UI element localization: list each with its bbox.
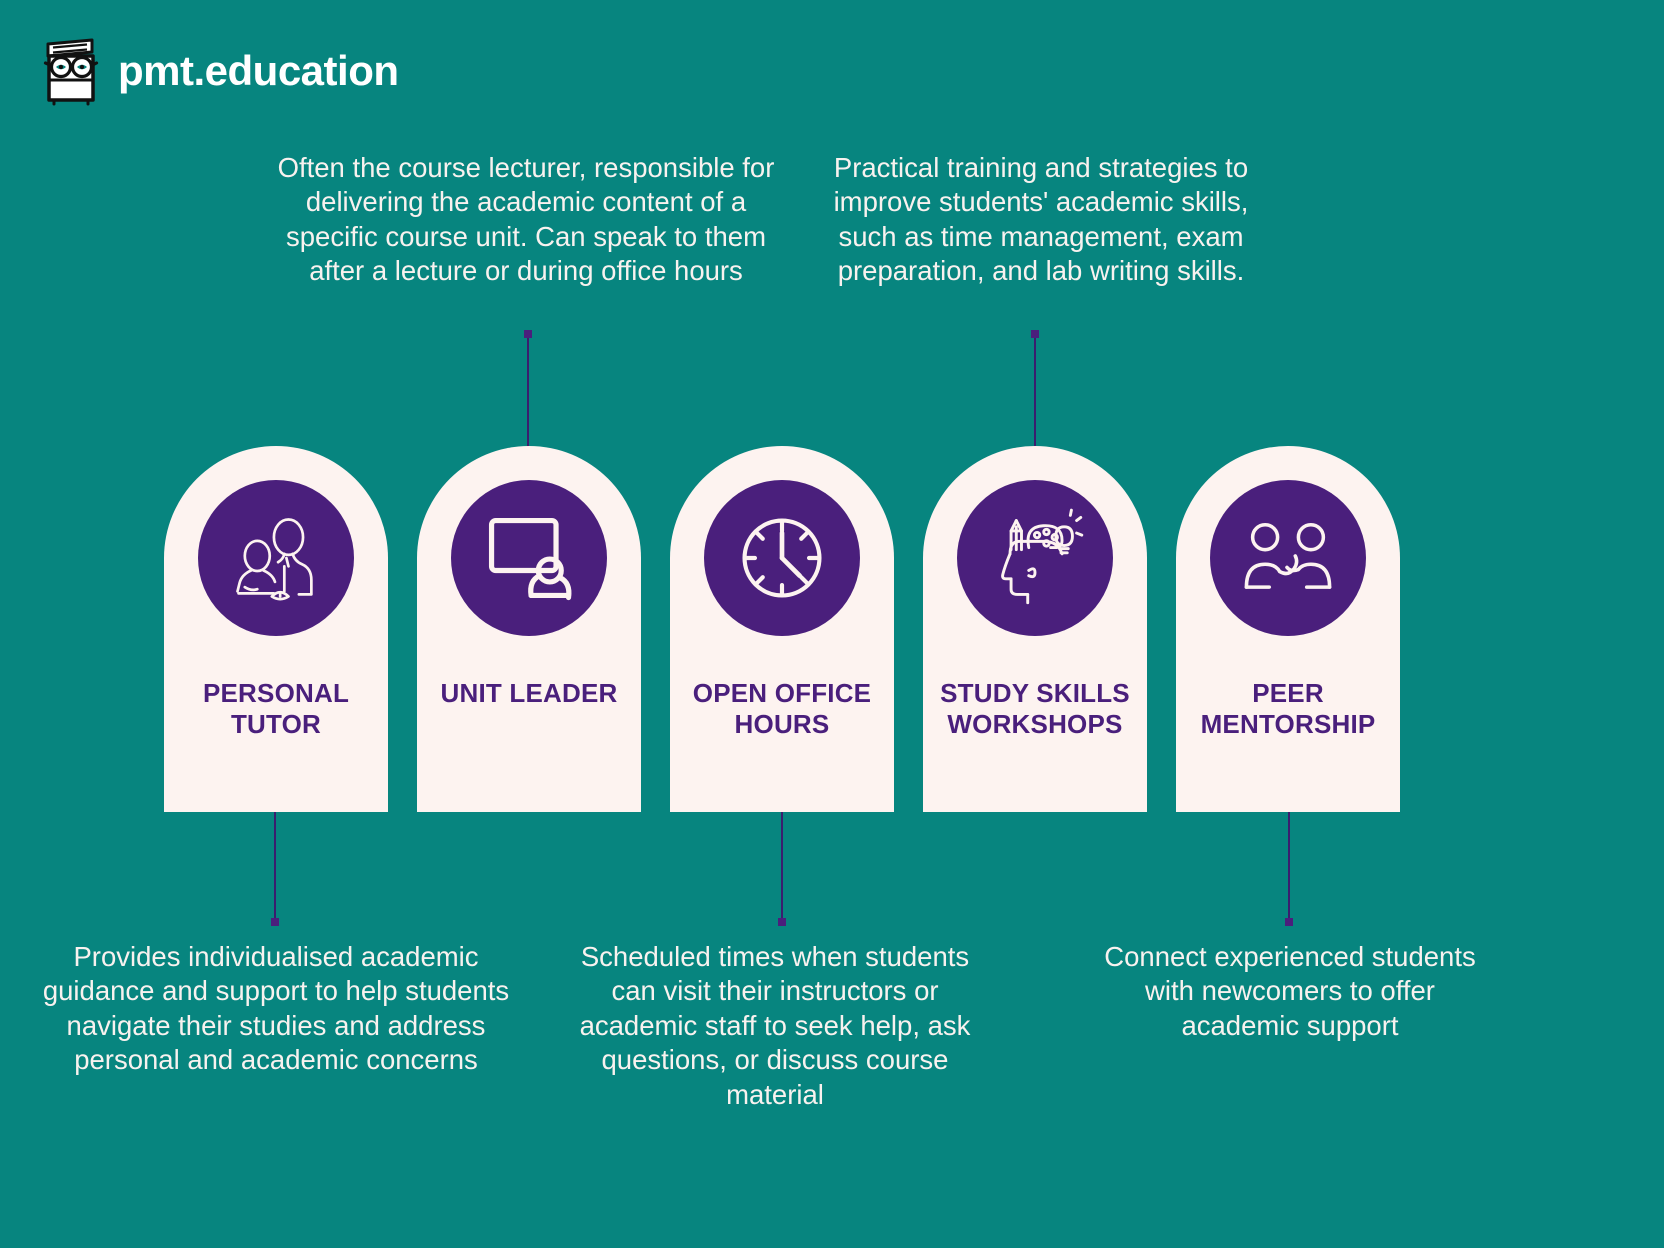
connector-dot-peer-mentorship [1285,918,1293,926]
connector-line-open-office-hours [781,812,783,922]
card-label: OPEN OFFICE HOURS [692,678,872,740]
card-row: PERSONAL TUTOR UNIT LEADER [0,446,1664,816]
card-label: STUDY SKILLS WORKSHOPS [940,678,1130,740]
whiteboard-presenter-icon [451,480,607,636]
card-study-skills-workshops[interactable]: STUDY SKILLS WORKSHOPS [923,446,1147,812]
card-personal-tutor[interactable]: PERSONAL TUTOR [164,446,388,812]
two-people-mentoring-icon [1210,480,1366,636]
connector-line-study-skills [1034,334,1036,454]
card-open-office-hours[interactable]: OPEN OFFICE HOURS [670,446,894,812]
connector-line-unit-leader [527,334,529,454]
tutor-with-student-icon [198,480,354,636]
card-unit-leader[interactable]: UNIT LEADER [417,446,641,812]
connector-line-peer-mentorship [1288,812,1290,922]
callout-open-office-hours: Scheduled times when students can visit … [579,941,971,1110]
clock-icon [704,480,860,636]
callout-study-skills: Practical training and strategies to imp… [833,152,1249,287]
connector-dot-study-skills [1031,330,1039,338]
brand-logo: pmt.education [40,36,399,106]
brand-name: pmt.education [118,47,399,94]
callout-personal-tutor: Provides individualised academic guidanc… [42,941,510,1076]
card-peer-mentorship[interactable]: PEER MENTORSHIP [1176,446,1400,812]
card-label: UNIT LEADER [440,678,618,708]
callout-unit-leader: Often the course lecturer, responsible f… [277,152,775,287]
connector-dot-personal-tutor [271,918,279,926]
connector-line-personal-tutor [274,812,276,922]
callout-peer-mentorship: Connect experienced students with newcom… [1104,941,1476,1041]
card-label: PERSONAL TUTOR [202,678,350,740]
pmt-book-face-logo-icon [43,38,99,106]
creative-head-ideas-icon [957,480,1113,636]
connector-dot-unit-leader [524,330,532,338]
card-label: PEER MENTORSHIP [1200,678,1376,740]
connector-dot-open-office-hours [778,918,786,926]
